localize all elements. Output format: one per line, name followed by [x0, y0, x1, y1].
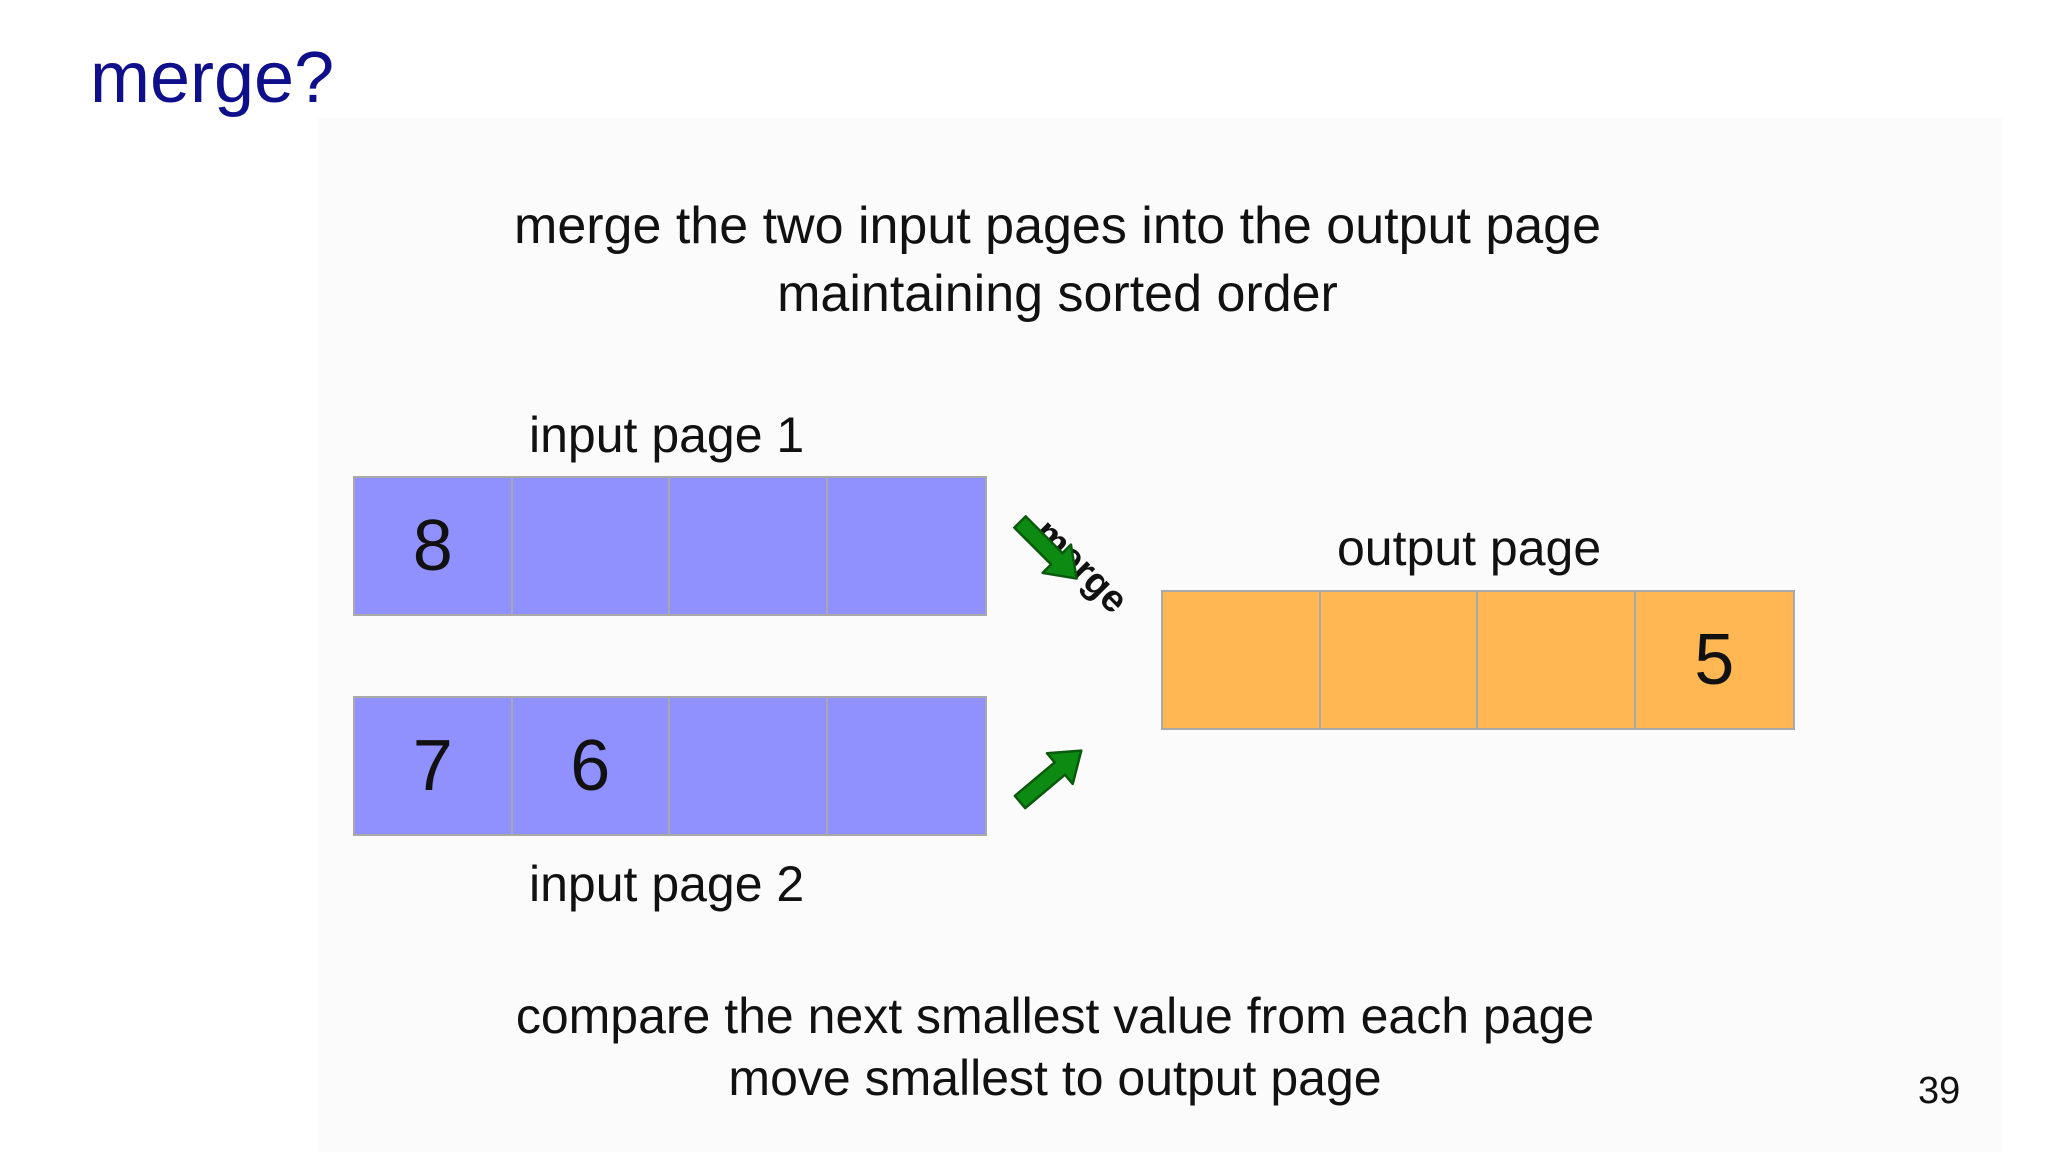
arrow-up-right-icon [1013, 749, 1083, 810]
input-page-1: 8 [353, 476, 987, 616]
input-page-2-cell: 6 [513, 698, 670, 834]
slide-footer: compare the next smallest value from eac… [320, 985, 1790, 1109]
input-page-1-cell [828, 478, 986, 614]
input-page-2-cell [828, 698, 986, 834]
input-page-1-label: input page 1 [529, 407, 805, 463]
input-page-2-cell [670, 698, 828, 834]
input-page-2-cell: 7 [355, 698, 513, 834]
slide-title: merge? [90, 38, 335, 118]
input-page-1-cell [513, 478, 670, 614]
input-page-1-cell: 8 [355, 478, 513, 614]
slide-subtitle: merge the two input pages into the outpu… [330, 192, 1785, 328]
input-page-2: 7 6 [353, 696, 987, 836]
output-page-cell [1163, 592, 1321, 728]
output-page-cell: 5 [1694, 620, 1735, 700]
output-page: 5 [1161, 590, 1795, 730]
input-page-1-cell [670, 478, 828, 614]
footer-line: move smallest to output page [728, 1050, 1382, 1106]
input-page-2-label: input page 2 [529, 856, 805, 912]
output-page-cell [1321, 592, 1478, 728]
slide-number: 39 [1918, 1070, 1961, 1112]
output-page-cell [1478, 592, 1636, 728]
subtitle-line: maintaining sorted order [777, 265, 1338, 323]
arrow-down-right-icon [1013, 515, 1078, 580]
output-page-label: output page [1337, 520, 1602, 576]
subtitle-line: merge the two input pages into the outpu… [514, 197, 1601, 255]
footer-line: compare the next smallest value from eac… [515, 988, 1595, 1044]
